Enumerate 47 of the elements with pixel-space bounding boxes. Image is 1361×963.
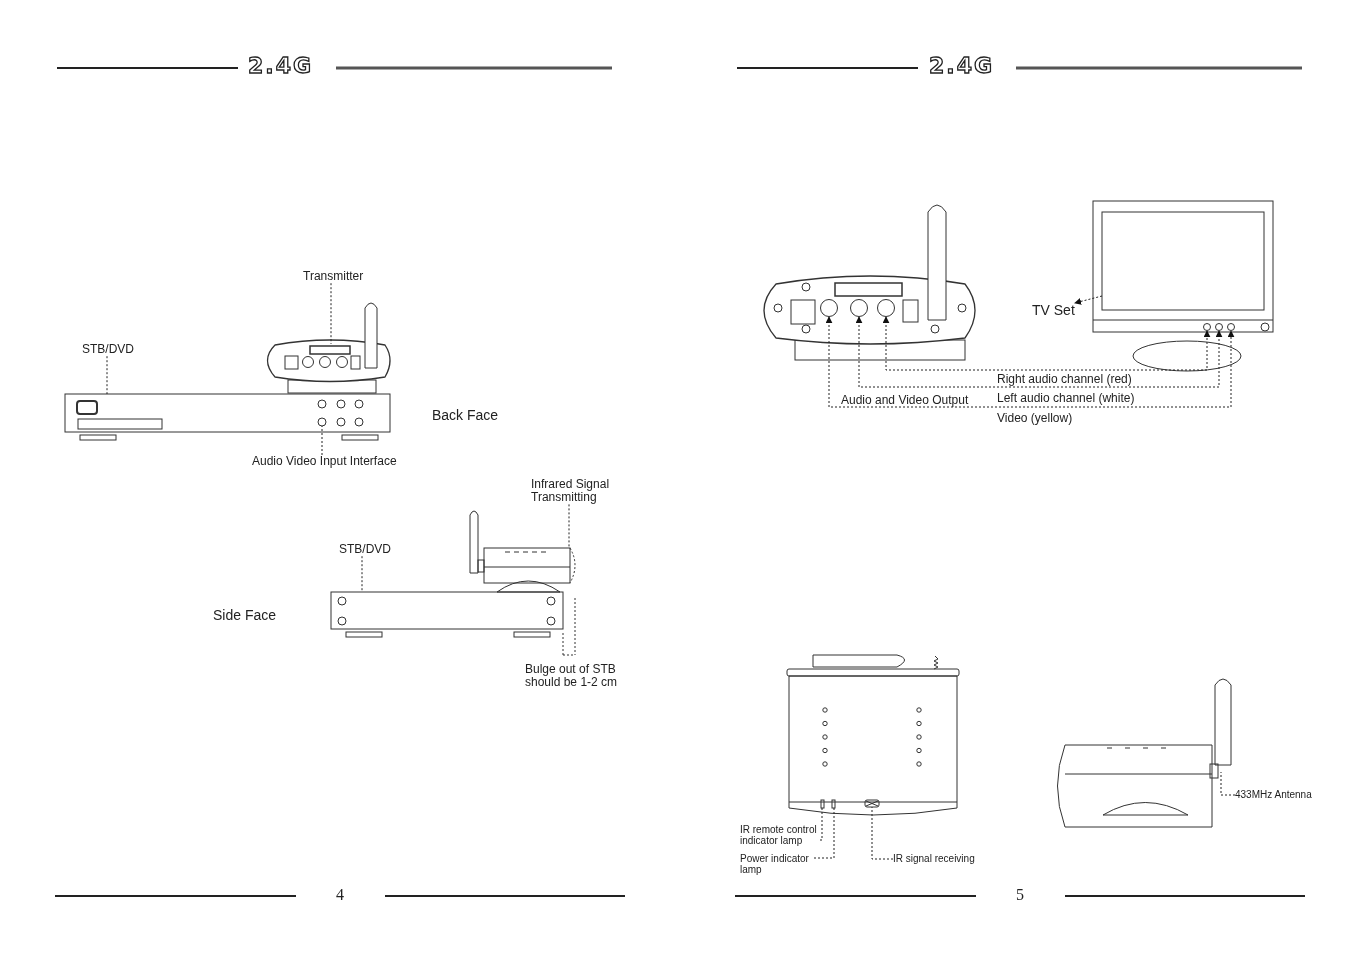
leader-line <box>361 555 363 593</box>
indicator-lamp <box>831 799 836 809</box>
ir-receiver-window <box>864 799 880 808</box>
jack-socket <box>1215 323 1223 331</box>
leader-line <box>106 355 108 395</box>
indicator-lamp <box>820 799 825 809</box>
callout-label: STB/DVD <box>339 543 391 557</box>
connection-line <box>882 316 1211 371</box>
callout-label: Audio and Video Output <box>841 394 969 408</box>
callout-label: IR remote control indicator lamp <box>740 824 820 846</box>
callout-label: STB/DVD <box>82 343 134 357</box>
callout-label: TV Set <box>1032 303 1075 319</box>
callout-label: Infrared Signal Transmitting <box>531 478 616 505</box>
callout-label: IR signal receiving <box>893 853 975 864</box>
callout-label: Audio Video Input Interface <box>252 455 397 469</box>
set-top-box-drawing <box>330 591 564 638</box>
leader-line <box>1220 771 1236 796</box>
view-caption: Back Face <box>432 408 499 424</box>
transmitter-drawing <box>469 510 576 593</box>
leader-line <box>568 503 570 549</box>
leader-line <box>819 807 823 841</box>
receiver-drawing <box>1057 678 1232 828</box>
transmitter-drawing <box>266 302 391 394</box>
jack-socket <box>1227 323 1235 331</box>
jack-socket <box>1203 323 1211 331</box>
dimension-note: Bulge out of STB should be 1-2 cm <box>525 663 619 690</box>
leader-line <box>330 282 332 345</box>
set-top-box-drawing <box>64 393 391 441</box>
jack-socket <box>317 417 327 427</box>
page-number: 4 <box>336 886 344 904</box>
edge-label: Right audio channel (red) <box>997 373 1132 387</box>
connection-line <box>855 316 1223 388</box>
callout-label: Transmitter <box>303 270 364 284</box>
heading: 2.4G <box>929 54 995 79</box>
leader-line <box>1074 295 1103 305</box>
leader-line <box>321 425 323 456</box>
edge-label: Video (yellow) <box>997 412 1073 426</box>
edge-label: Left audio channel (white) <box>997 392 1135 406</box>
view-caption: Side Face <box>213 608 277 624</box>
callout-label: Power indicator lamp <box>740 853 814 875</box>
heading: 2.4G <box>248 54 314 79</box>
callout-label: 433MHz Antenna <box>1235 789 1312 800</box>
leader-line <box>813 807 835 859</box>
leader-line <box>871 806 894 860</box>
connection-line <box>825 316 1235 408</box>
tv-screen <box>1101 211 1265 311</box>
page-number: 5 <box>1016 886 1024 904</box>
